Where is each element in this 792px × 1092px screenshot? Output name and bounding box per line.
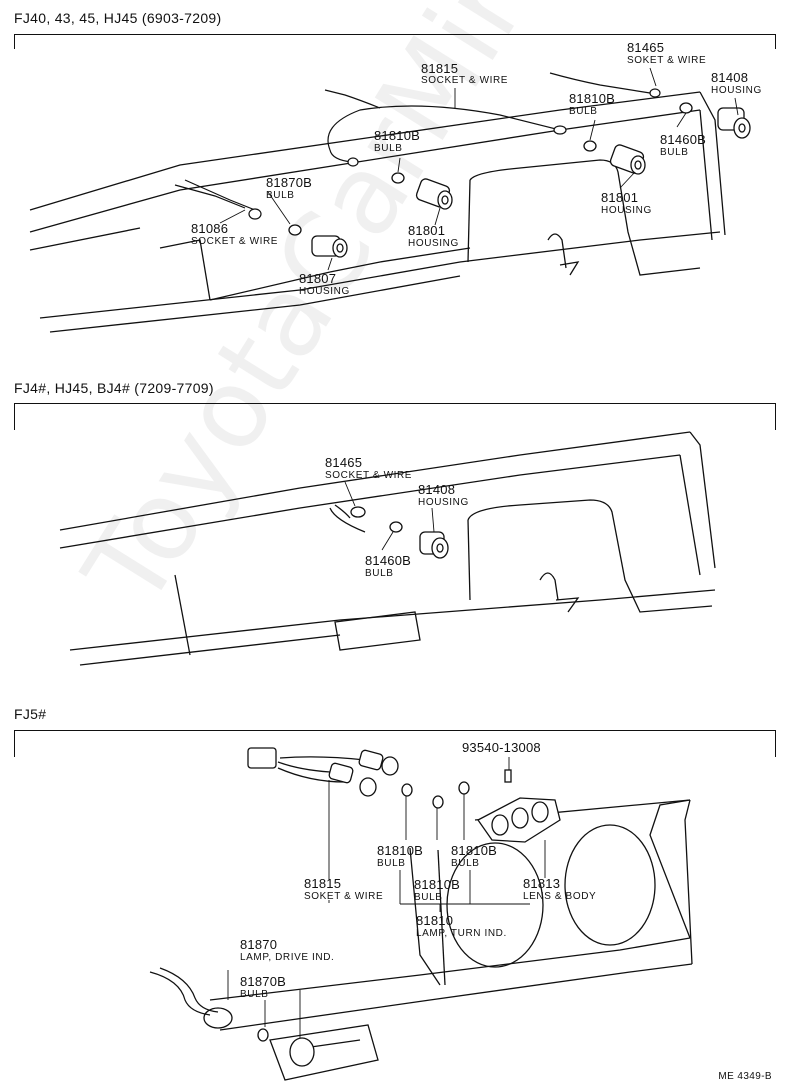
label-81810-desc: LAMP, TURN IND.	[416, 928, 507, 939]
label-81465-pn: 81465	[627, 40, 665, 55]
label-81815-s3-pn: 81815	[304, 876, 342, 891]
label-81801-desc: HOUSING	[601, 205, 652, 216]
section-3-title: FJ5#	[14, 706, 47, 722]
label-81813-desc: LENS & BODY	[523, 891, 597, 902]
label-81465-s2-desc: SOCKET & WIRE	[325, 470, 413, 481]
section-1-bracket	[14, 34, 776, 49]
label-81810b-b-pn: 81810B	[451, 843, 498, 858]
label-81408-s2-desc: HOUSING	[418, 497, 469, 508]
section-3-bracket	[14, 730, 776, 757]
label-81810b-a-desc: BULB	[377, 858, 406, 869]
label-81810b-2-desc: BULB	[374, 143, 403, 154]
document-code: ME 4349-B	[718, 1071, 772, 1082]
label-93540-pn: 93540-13008	[462, 740, 541, 755]
label-81810b-2-pn: 81810B	[374, 128, 421, 143]
label-81465-s2-pn: 81465	[325, 455, 363, 470]
label-81810b-a-pn: 81810B	[377, 843, 424, 858]
label-81813-pn: 81813	[523, 876, 561, 891]
label-81460b-s2-pn: 81460B	[365, 553, 412, 568]
label-81810-pn: 81810	[416, 913, 454, 928]
label-81810b-c-pn: 81810B	[414, 877, 461, 892]
label-81801-pn: 81801	[601, 190, 639, 205]
label-81460b-pn: 81460B	[660, 132, 707, 147]
label-81810b-b-desc: BULB	[451, 858, 480, 869]
label-81810b-pn: 81810B	[569, 91, 616, 106]
label-81460b-desc: BULB	[660, 147, 689, 158]
section-2-title: FJ4#, HJ45, BJ4# (7209-7709)	[14, 380, 214, 396]
label-81815-s3-desc: SOKET & WIRE	[304, 891, 384, 902]
label-81807-pn: 81807	[299, 271, 337, 286]
label-81807-desc: HOUSING	[299, 286, 350, 297]
label-81810b-c-desc: BULB	[414, 892, 443, 903]
section-2-bracket	[14, 403, 776, 430]
label-81870b-s3-pn: 81870B	[240, 974, 287, 989]
section-1-title: FJ40, 43, 45, HJ45 (6903-7209)	[14, 10, 222, 26]
label-81810b-desc: BULB	[569, 106, 598, 117]
label-81408-desc: HOUSING	[711, 85, 762, 96]
label-81870b-pn: 81870B	[266, 175, 313, 190]
label-81870b-s3-desc: BULB	[240, 989, 269, 1000]
label-81801-2-desc: HOUSING	[408, 238, 459, 249]
label-81086-pn: 81086	[191, 221, 229, 236]
label-81815-desc: SOCKET & WIRE	[421, 75, 509, 86]
label-81801-2-pn: 81801	[408, 223, 446, 238]
label-81815-pn: 81815	[421, 61, 459, 76]
label-81460b-s2-desc: BULB	[365, 568, 394, 579]
label-81408-pn: 81408	[711, 70, 749, 85]
label-81086-desc: SOCKET & WIRE	[191, 236, 279, 247]
label-81408-s2-pn: 81408	[418, 482, 456, 497]
label-81870-pn: 81870	[240, 937, 278, 952]
label-81870-desc: LAMP, DRIVE IND.	[240, 952, 335, 963]
label-81465-desc: SOKET & WIRE	[627, 55, 707, 66]
label-81870b-desc: BULB	[266, 190, 295, 201]
